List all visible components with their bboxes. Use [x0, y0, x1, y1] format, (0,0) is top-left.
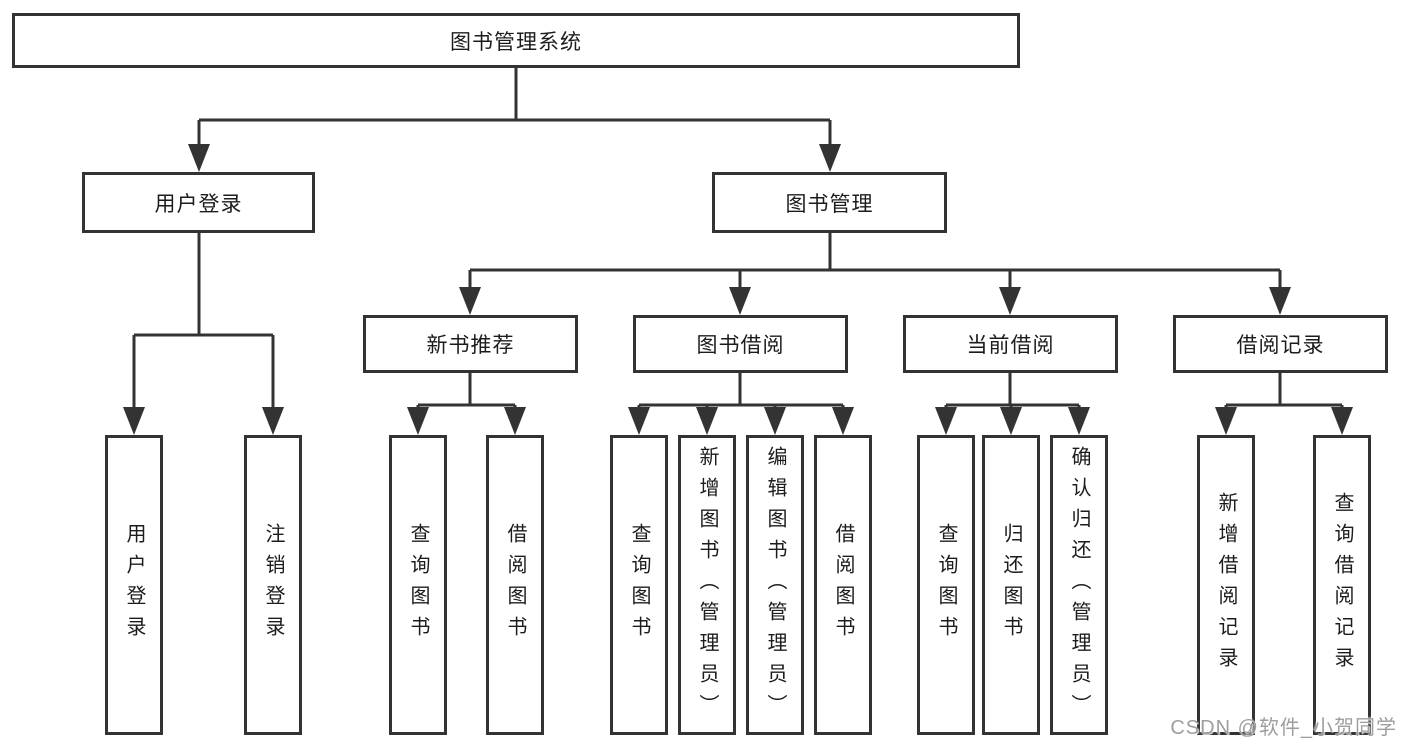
node-label: 当前借阅 [966, 334, 1055, 357]
node-query-books-current: 查询图书 [917, 435, 975, 735]
node-label: 图书借阅 [696, 334, 785, 357]
node-label: 编辑图书（管理员） [764, 445, 786, 725]
node-label: 图书管理 [785, 192, 874, 216]
node-label: 借阅图书 [504, 523, 526, 647]
node-borrowing-records: 借阅记录 [1173, 315, 1388, 373]
node-borrow-books-recommend: 借阅图书 [486, 435, 544, 735]
arrowhead [764, 407, 786, 435]
node-borrow-books-leaf: 借阅图书 [814, 435, 872, 735]
arrowhead [628, 407, 650, 435]
arrowhead [188, 144, 210, 172]
node-query-books-recommend: 查询图书 [389, 435, 447, 735]
node-edit-books-admin: 编辑图书（管理员） [746, 435, 804, 735]
node-label: 用户登录 [154, 192, 243, 216]
node-return-books: 归还图书 [982, 435, 1040, 735]
arrowhead [459, 287, 481, 315]
node-label: 新增借阅记录 [1215, 492, 1237, 678]
node-label: 注销登录 [262, 523, 284, 647]
node-user-login-leaf: 用户登录 [105, 435, 163, 735]
arrowhead [819, 144, 841, 172]
node-label: 查询图书 [628, 523, 650, 647]
node-label: 归还图书 [1000, 523, 1022, 647]
node-label: 新增图书（管理员） [696, 445, 718, 725]
arrowhead [935, 407, 957, 435]
node-current-borrowing: 当前借阅 [903, 315, 1118, 373]
arrowhead [123, 407, 145, 435]
arrowhead [1269, 287, 1291, 315]
arrowhead [1215, 407, 1237, 435]
node-label: 新书推荐 [426, 334, 515, 357]
arrowhead [1331, 407, 1353, 435]
node-label: 确认归还（管理员） [1068, 445, 1090, 725]
node-label: 查询图书 [407, 523, 429, 647]
arrowhead [1068, 407, 1090, 435]
node-user-login-module: 用户登录 [82, 172, 315, 233]
arrowhead [696, 407, 718, 435]
arrowhead [262, 407, 284, 435]
node-add-books-admin: 新增图书（管理员） [678, 435, 736, 735]
node-label: 查询图书 [935, 523, 957, 647]
arrowhead [1000, 407, 1022, 435]
csdn-watermark: CSDN @软件_小贺同学 [1170, 717, 1397, 739]
node-book-management-module: 图书管理 [712, 172, 947, 233]
node-new-book-recommendation: 新书推荐 [363, 315, 578, 373]
node-label: 图书管理系统 [450, 30, 582, 54]
node-label: 借阅图书 [832, 523, 854, 647]
node-query-books-borrow: 查询图书 [610, 435, 668, 735]
arrowhead [504, 407, 526, 435]
arrowhead [999, 287, 1021, 315]
arrowhead [832, 407, 854, 435]
node-book-borrowing: 图书借阅 [633, 315, 848, 373]
node-confirm-return-admin: 确认归还（管理员） [1050, 435, 1108, 735]
node-logout-leaf: 注销登录 [244, 435, 302, 735]
arrowhead [729, 287, 751, 315]
node-label: 借阅记录 [1236, 334, 1325, 357]
node-library-management-system: 图书管理系统 [12, 13, 1020, 68]
node-label: 查询借阅记录 [1331, 492, 1353, 678]
node-query-borrow-record: 查询借阅记录 [1313, 435, 1371, 735]
node-label: 用户登录 [123, 523, 145, 647]
node-add-borrow-record: 新增借阅记录 [1197, 435, 1255, 735]
arrowheads [123, 144, 1353, 435]
arrowhead [407, 407, 429, 435]
